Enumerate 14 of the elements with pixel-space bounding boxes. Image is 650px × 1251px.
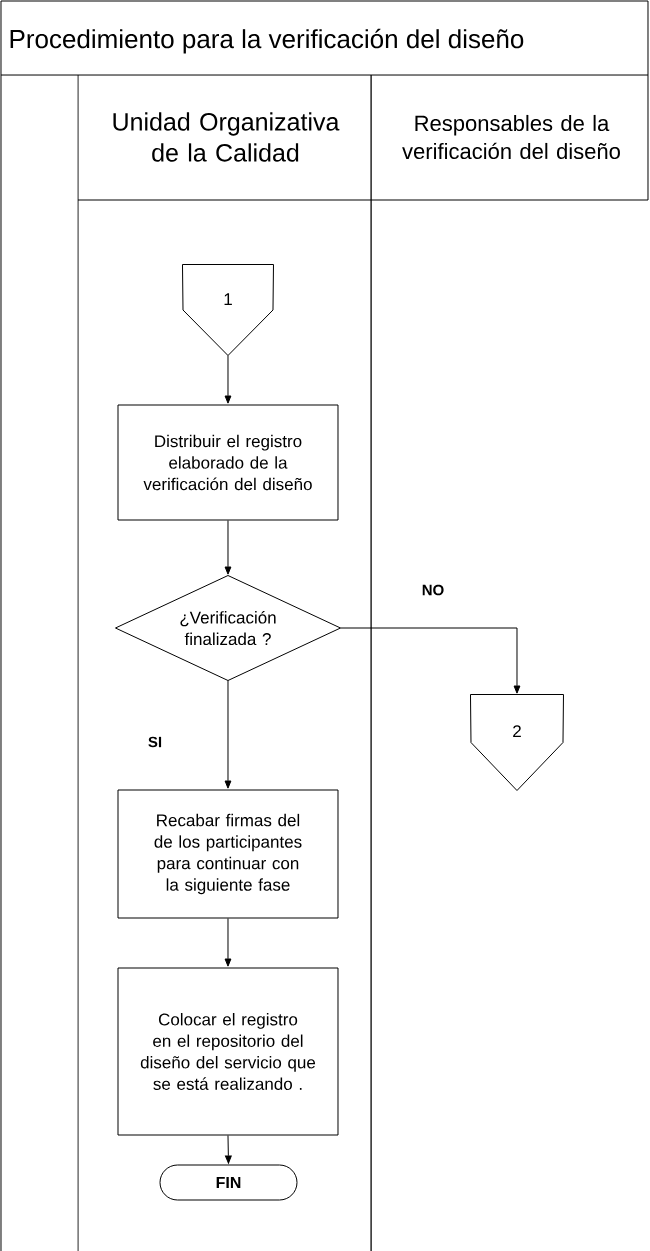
arrow [224, 355, 232, 404]
arrow [224, 680, 232, 789]
edge-label: NO [420, 583, 446, 597]
off-page-connector: 1 [182, 264, 274, 356]
terminator: FIN [159, 1164, 298, 1201]
edge-label: SI [146, 735, 164, 749]
arrow [224, 520, 232, 575]
process-box: Distribuir el registro elaborado de la verificación del diseño [117, 404, 339, 521]
arrow [224, 1135, 232, 1164]
off-page-connector: 2 [470, 694, 564, 791]
arrow [224, 918, 232, 967]
arrow [340, 627, 521, 694]
process-box: Recabar firmas del de los participantes para continuar con la siguiente fase [117, 789, 339, 919]
process-box: Colocar el registro en el repositorio del diseño del servicio que se está realizando . [117, 967, 339, 1136]
